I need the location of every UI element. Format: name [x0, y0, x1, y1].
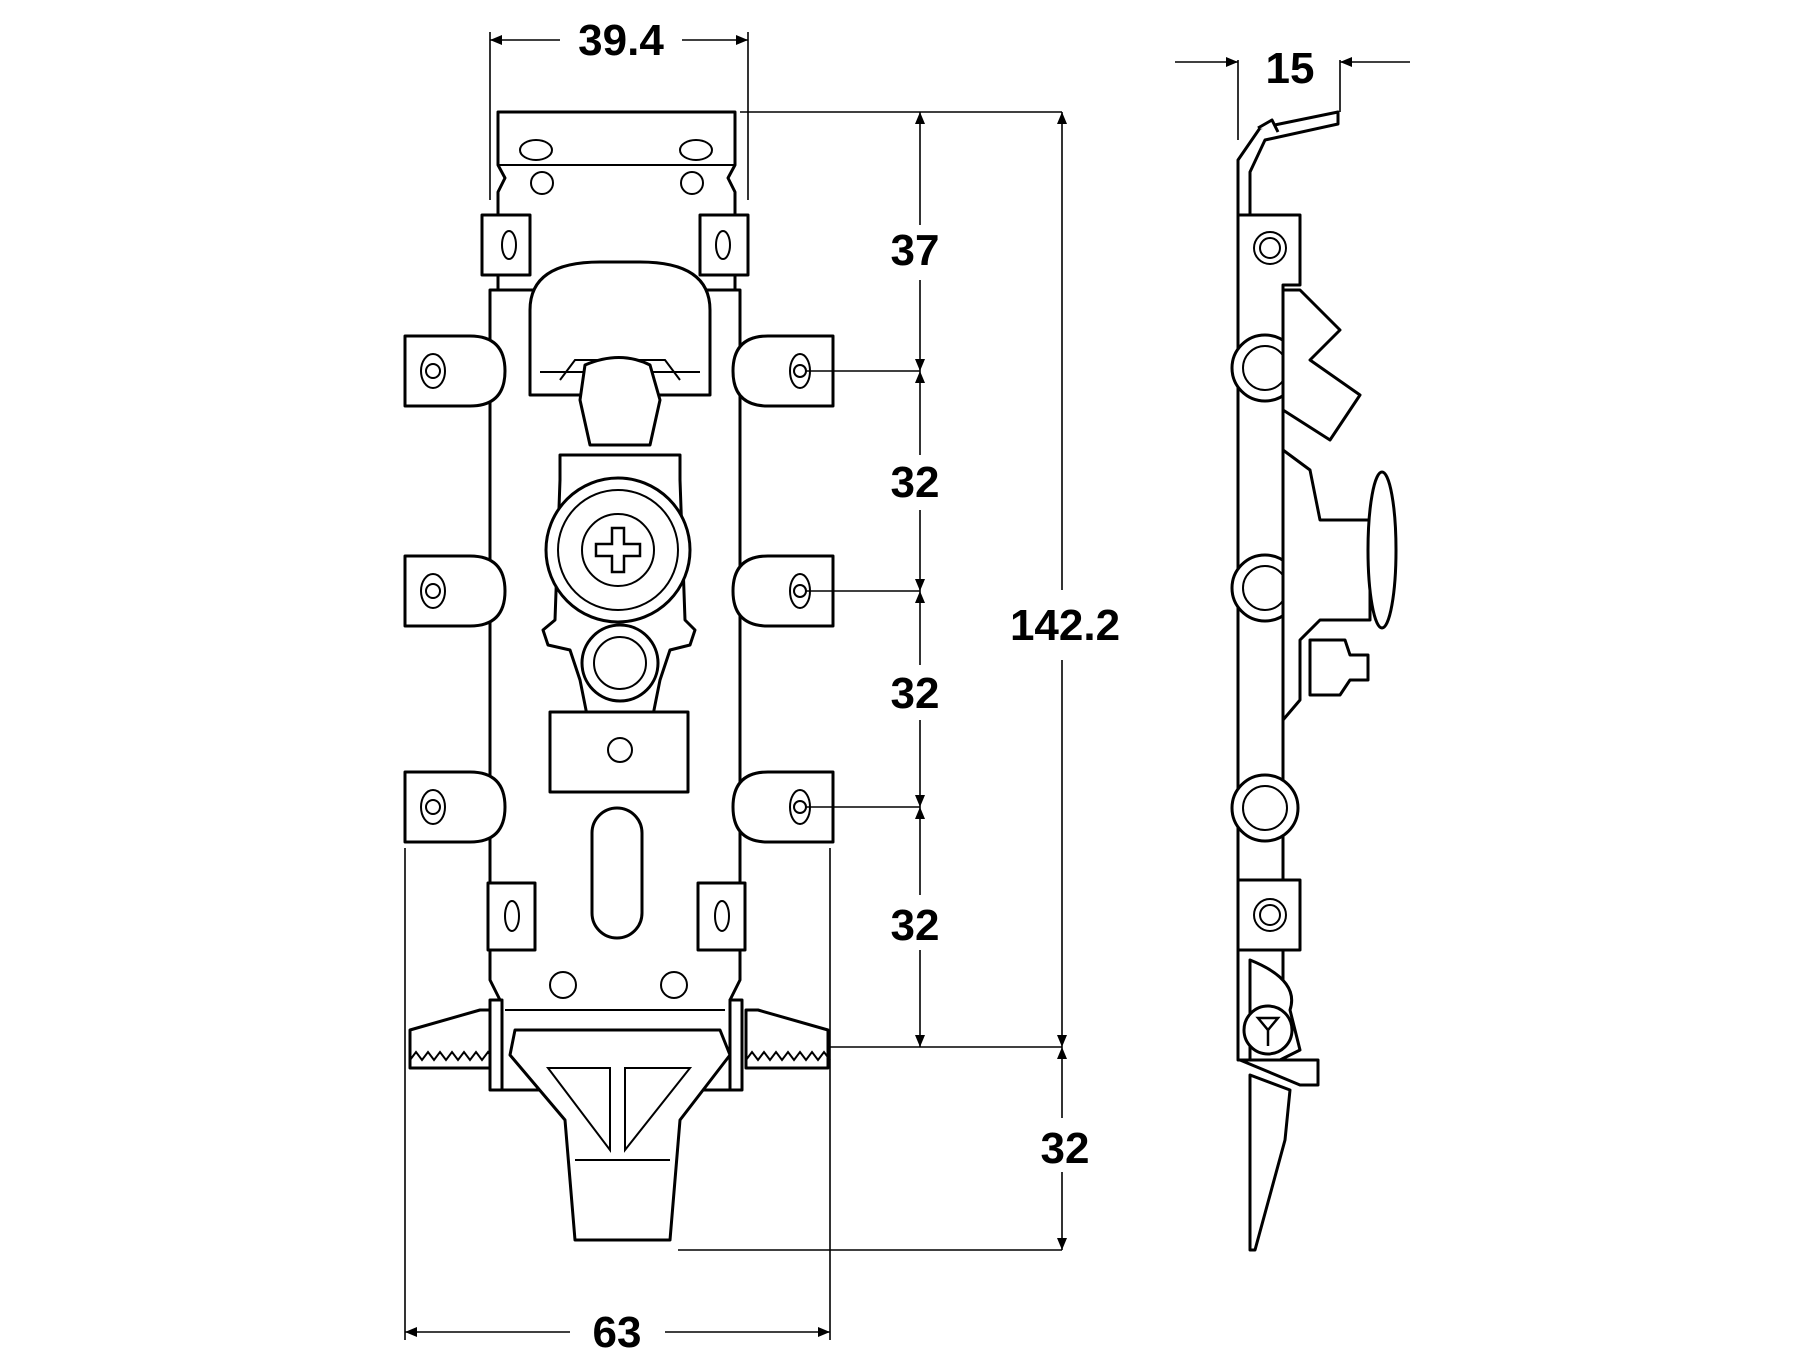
side-ears	[403, 334, 835, 844]
side-view	[1230, 110, 1398, 1252]
front-view	[403, 110, 835, 1242]
upper-plate-tabs	[480, 213, 750, 277]
adjustment-screw	[544, 476, 692, 624]
cam-housing	[528, 260, 712, 397]
lower-plate-tabs	[486, 881, 747, 952]
release-lever	[505, 1009, 732, 1242]
side-mechanism	[1281, 288, 1398, 722]
screw-hole	[549, 971, 577, 999]
side-knob	[1366, 470, 1398, 630]
dimension-label: 32	[891, 458, 940, 507]
side-profile	[1236, 110, 1340, 217]
side-screw-heads	[1236, 231, 1302, 952]
dimension-label: 39.4	[578, 16, 664, 65]
dimension-label: 15	[1266, 44, 1315, 93]
phillips-cross-icon	[594, 526, 642, 574]
dimension-label: 37	[891, 226, 940, 275]
screw-hole	[660, 971, 688, 999]
dimension-labels: 39.4 37 32 32 32 142.2 32 63 15	[578, 16, 1314, 1350]
vertical-slot	[590, 806, 644, 940]
dimension-label: 32	[891, 669, 940, 718]
lower-screw	[580, 623, 660, 703]
dimension-label: 142.2	[1010, 601, 1120, 650]
top-bracket	[496, 110, 737, 292]
dimension-label: 63	[593, 1308, 642, 1350]
dimension-lines	[404, 32, 1410, 1340]
toothed-grips	[408, 998, 831, 1092]
screw-hole	[530, 171, 554, 195]
adjuster-body	[578, 356, 662, 447]
slot-hole	[519, 139, 553, 161]
screw-hole	[680, 171, 704, 195]
guide-block	[548, 710, 690, 794]
side-lever-pivot	[1238, 958, 1320, 1252]
slot-hole	[679, 139, 713, 161]
dimension-label: 32	[891, 901, 940, 950]
dimension-label: 32	[1041, 1124, 1090, 1173]
